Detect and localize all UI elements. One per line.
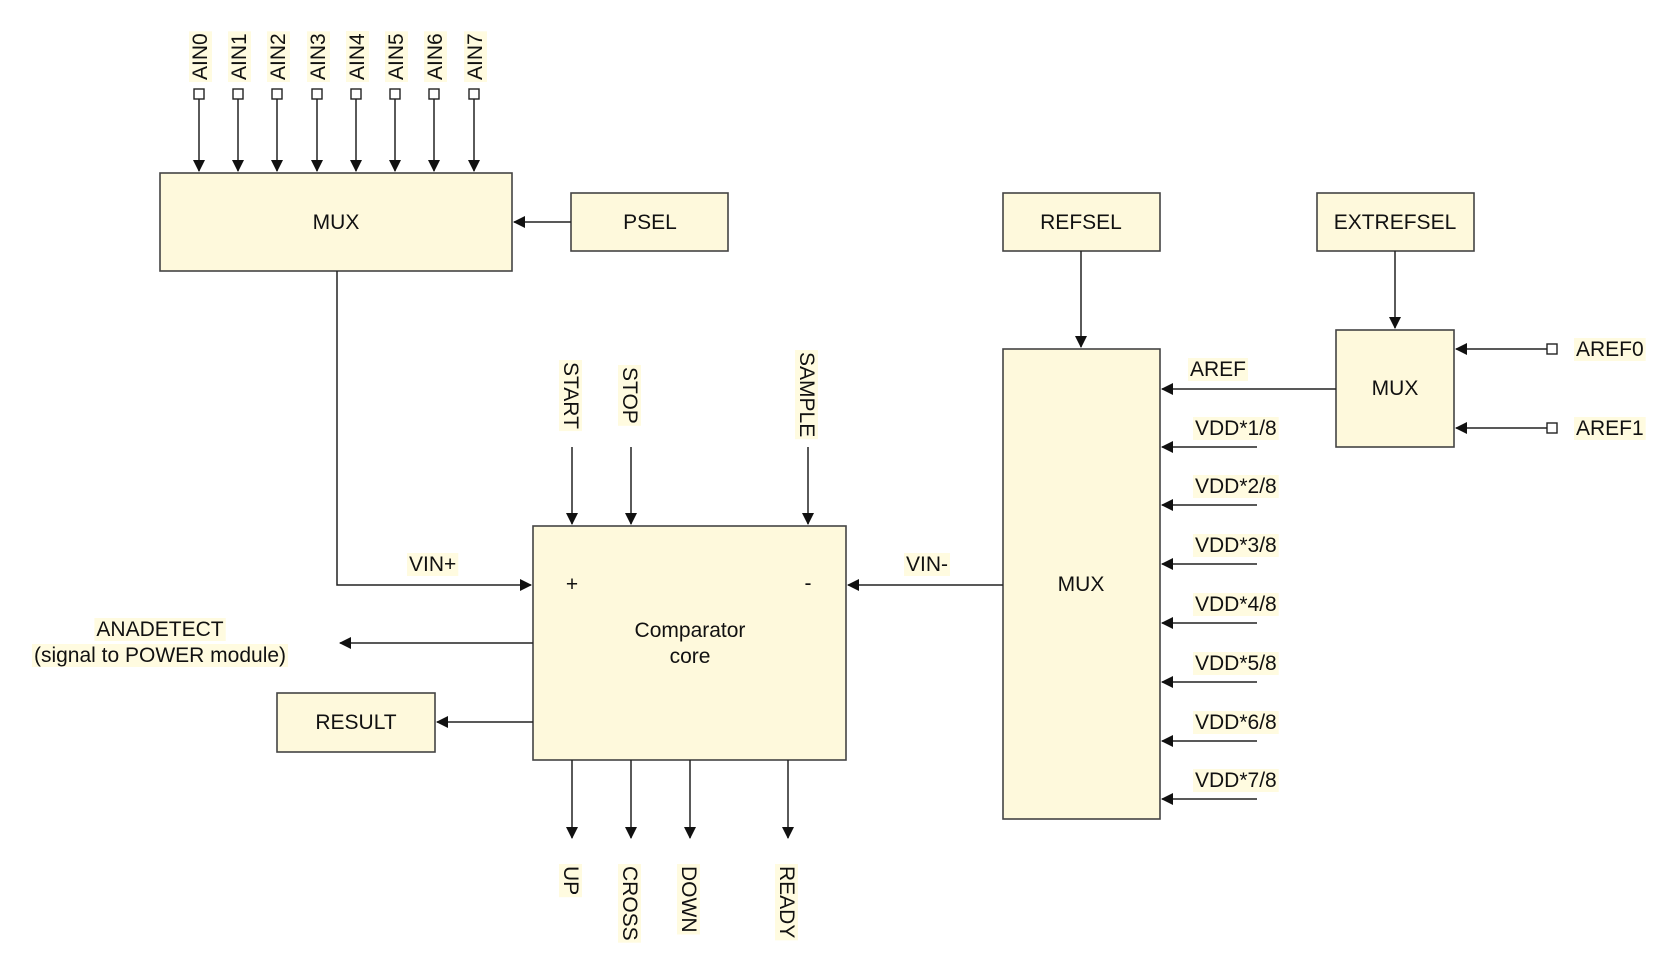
comparator-label-line2: core bbox=[670, 645, 711, 668]
label-highlight bbox=[267, 31, 290, 82]
label-highlight bbox=[775, 864, 798, 941]
event-label-cross: CROSS bbox=[618, 866, 641, 941]
vdd-label: VDD*4/8 bbox=[1195, 593, 1277, 616]
vdd-label: VDD*2/8 bbox=[1195, 475, 1277, 498]
label-highlight bbox=[677, 864, 700, 935]
ain-label: AIN0 bbox=[189, 33, 212, 80]
extrefsel-label: EXTREFSEL bbox=[1334, 211, 1457, 234]
input-mux-label: MUX bbox=[313, 211, 360, 234]
vdd-label: VDD*7/8 bbox=[1195, 769, 1277, 792]
event-outputs: UP CROSS DOWN READY bbox=[559, 760, 798, 941]
comparator-label-line1: Comparator bbox=[635, 619, 746, 642]
label-highlight bbox=[559, 864, 582, 898]
reference-mux-label: MUX bbox=[1058, 573, 1105, 596]
event-label-down: DOWN bbox=[677, 866, 700, 933]
label-highlight bbox=[407, 553, 459, 576]
label-highlight bbox=[385, 31, 408, 82]
event-label-up: UP bbox=[559, 866, 582, 895]
aref1-pin-icon bbox=[1546, 422, 1558, 434]
label-highlight bbox=[307, 31, 330, 82]
label-highlight bbox=[904, 553, 951, 576]
task-inputs: START STOP SAMPLE bbox=[559, 352, 818, 525]
vdd-label: VDD*3/8 bbox=[1195, 534, 1277, 557]
task-label-sample: SAMPLE bbox=[795, 352, 818, 437]
label-highlight bbox=[464, 31, 487, 82]
label-highlight bbox=[94, 618, 226, 641]
vdd-label: VDD*6/8 bbox=[1195, 711, 1277, 734]
anadetect-sublabel: (signal to POWER module) bbox=[34, 644, 286, 667]
ain-label: AIN4 bbox=[346, 33, 369, 80]
ain-pin-icon bbox=[428, 88, 440, 100]
vdd-label: VDD*5/8 bbox=[1195, 652, 1277, 675]
vdd-label: VDD*1/8 bbox=[1195, 417, 1277, 440]
psel-block bbox=[570, 192, 729, 252]
label-highlight bbox=[1193, 417, 1279, 440]
vdd-fractions: VDD*1/8VDD*2/8VDD*3/8VDD*4/8VDD*5/8VDD*6… bbox=[1161, 417, 1277, 805]
ain-label: AIN2 bbox=[267, 33, 290, 80]
reference-mux-block bbox=[1002, 348, 1161, 820]
label-highlight bbox=[1193, 769, 1279, 792]
result-label: RESULT bbox=[315, 711, 396, 734]
ain-pin-icon bbox=[468, 88, 480, 100]
label-highlight bbox=[228, 31, 251, 82]
aref-label: AREF bbox=[1190, 358, 1246, 381]
aref0-pin-icon bbox=[1546, 343, 1558, 355]
label-highlight bbox=[1193, 652, 1279, 675]
label-highlight bbox=[189, 31, 212, 82]
ain-label: AIN3 bbox=[307, 33, 330, 80]
psel-label: PSEL bbox=[623, 211, 677, 234]
label-highlight bbox=[1574, 338, 1646, 361]
comparator-core-block bbox=[532, 525, 847, 761]
task-label-stop: STOP bbox=[618, 367, 641, 424]
ain-label: AIN6 bbox=[424, 33, 447, 80]
label-highlight bbox=[31, 644, 289, 667]
ain-pin-icon bbox=[350, 88, 362, 100]
label-highlight bbox=[618, 365, 641, 426]
vin-minus-label: VIN- bbox=[906, 553, 948, 576]
label-highlight bbox=[424, 31, 447, 82]
ain-label: AIN5 bbox=[385, 33, 408, 80]
ain-pin-icon bbox=[311, 88, 323, 100]
ain-label: AIN1 bbox=[228, 33, 251, 80]
anadetect-label: ANADETECT bbox=[96, 618, 223, 641]
extrefsel-block bbox=[1316, 192, 1475, 252]
aref1-label: AREF1 bbox=[1576, 417, 1644, 440]
label-highlight bbox=[559, 360, 582, 432]
ain-pin-icon bbox=[389, 88, 401, 100]
event-label-ready: READY bbox=[775, 866, 798, 938]
plus-input-symbol: + bbox=[566, 573, 578, 596]
ain-pin-icon bbox=[193, 88, 205, 100]
aref-mux-label: MUX bbox=[1372, 377, 1419, 400]
analog-inputs: AIN0 AIN1 AIN2 AIN3 AIN4 AIN5 AIN6 AIN7 bbox=[189, 33, 487, 172]
label-highlight bbox=[1193, 593, 1279, 616]
ain-label: AIN7 bbox=[464, 33, 487, 80]
label-highlight bbox=[1193, 534, 1279, 557]
vin-plus-label: VIN+ bbox=[409, 553, 456, 576]
label-highlight bbox=[1193, 475, 1279, 498]
aref0-label: AREF0 bbox=[1576, 338, 1644, 361]
ain-pin-icon bbox=[232, 88, 244, 100]
task-label-start: START bbox=[559, 362, 582, 429]
label-highlight bbox=[618, 864, 641, 943]
vin-plus-wire bbox=[336, 271, 532, 591]
label-highlight bbox=[1574, 417, 1646, 440]
input-mux-block bbox=[159, 172, 513, 272]
minus-input-symbol: - bbox=[805, 572, 812, 595]
refsel-label: REFSEL bbox=[1040, 211, 1122, 234]
aref-mux-block bbox=[1335, 329, 1455, 448]
label-highlight bbox=[1188, 358, 1249, 381]
result-block bbox=[276, 692, 436, 753]
label-highlight bbox=[1193, 711, 1279, 734]
label-highlight bbox=[346, 30, 369, 82]
ain-pin-icon bbox=[271, 88, 283, 100]
label-highlight bbox=[795, 350, 818, 440]
